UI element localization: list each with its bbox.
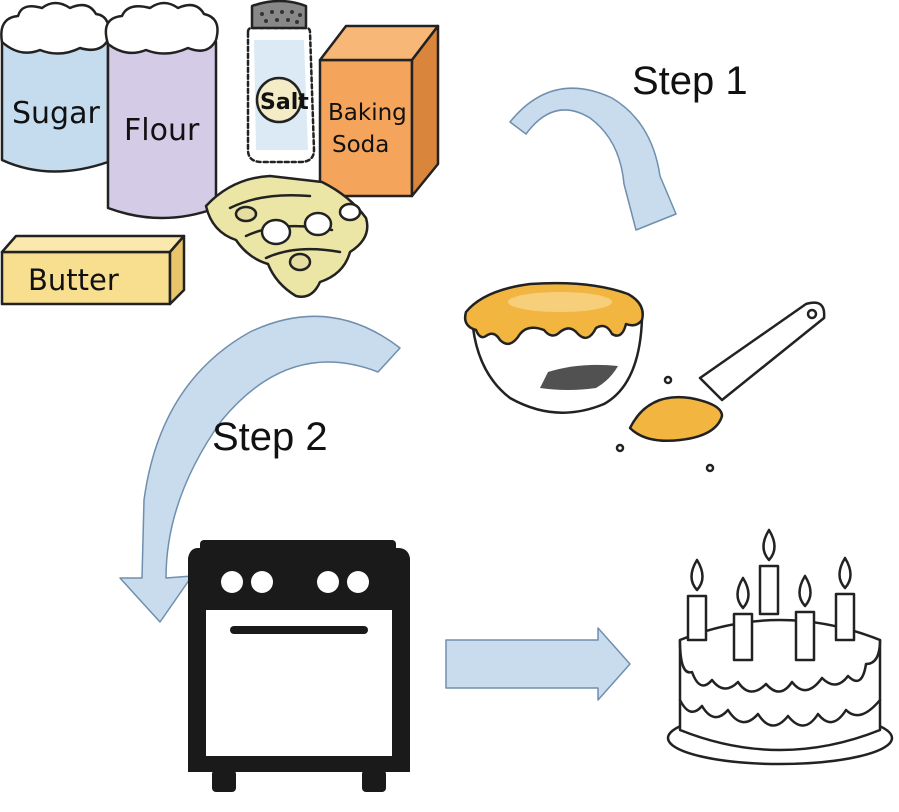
spoon-icon [615,301,826,473]
step-2-label: Step 2 [212,415,328,459]
step-2-curved-arrow-icon [119,315,401,623]
salt-label: Salt [260,90,309,115]
step-1-curved-arrow-icon [509,87,677,231]
step-1-label: Step 1 [632,59,748,103]
cake-candles [686,528,856,662]
salt-shaker-icon: Salt [246,0,316,164]
baking-soda-box-icon: Baking Soda [318,24,440,198]
butter-label: Butter [28,263,119,297]
butter-stick-icon: Butter [0,234,186,306]
ingredients-group: Sugar Flour Salt Baking Soda [0,0,440,306]
birthday-cake-icon [666,528,894,766]
mixing-bowl-icon [463,281,644,414]
sugar-jar-icon: Sugar [0,1,110,173]
oven-to-cake-arrow-icon [445,627,631,701]
baking-soda-label-line1: Baking [328,100,407,126]
baking-soda-label-line2: Soda [332,132,389,158]
oven-icon [188,540,410,792]
sugar-label: Sugar [12,96,100,131]
flour-jar-icon: Flour [104,1,219,220]
flour-label: Flour [124,113,200,148]
egg-carton-icon [204,174,369,298]
